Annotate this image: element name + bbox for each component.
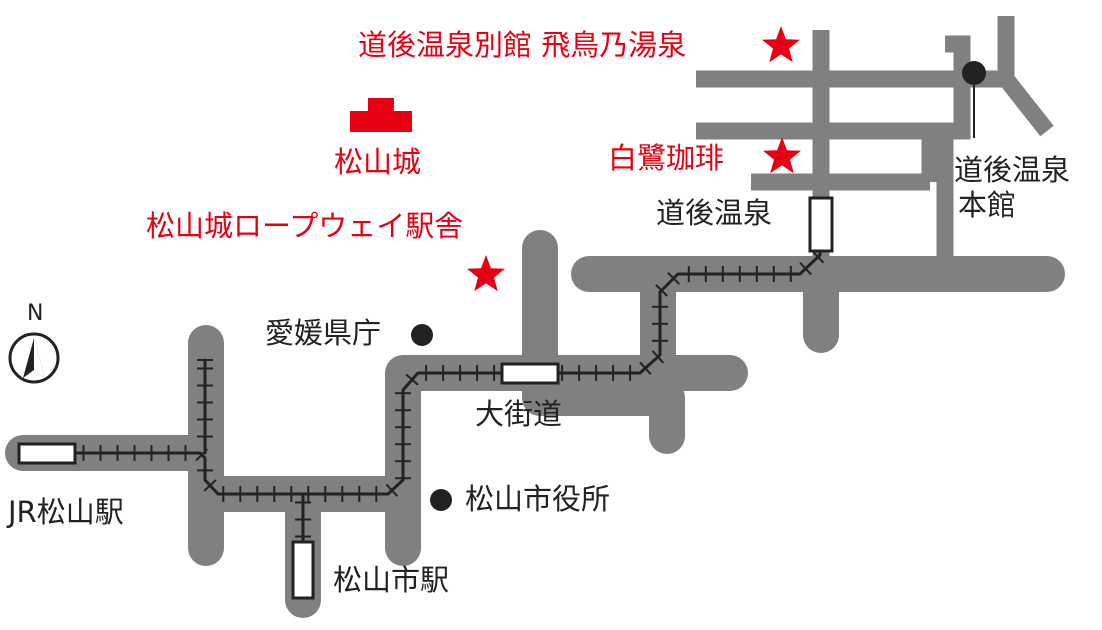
prefecture-dot-icon	[411, 324, 433, 346]
station-jr-label: JR松山駅	[8, 495, 124, 529]
track-tie	[667, 271, 681, 285]
landmark-honkan-line1: 道後温泉	[954, 153, 1071, 187]
track-tie	[799, 262, 812, 276]
spot-hakuro-label: 白鷺珈琲	[608, 141, 725, 175]
station-shieki-icon	[291, 540, 315, 600]
track-tie	[405, 373, 419, 386]
road-upper-branch	[522, 230, 685, 454]
star-icon-asuka	[762, 26, 800, 63]
cityhall-dot-icon	[430, 489, 452, 511]
compass-label: N	[27, 301, 44, 326]
track-tie	[385, 483, 399, 497]
track-tie	[811, 250, 825, 264]
track-tie	[203, 479, 217, 492]
star-icon-ropeway	[467, 255, 505, 292]
landmark-honkan-line2: 本館	[958, 188, 1017, 222]
track-tie	[639, 361, 652, 375]
station-jr-icon	[17, 442, 77, 465]
compass	[8, 332, 60, 384]
track-tie	[651, 350, 665, 364]
station-okaido-label: 大街道	[475, 397, 563, 431]
street-grid	[696, 16, 1054, 274]
street-honkan-left	[945, 35, 971, 79]
station-shieki-label: 松山市駅	[333, 563, 450, 597]
track-tie	[655, 284, 668, 297]
spot-castle-label: 松山城	[334, 145, 422, 179]
north-arrow-half	[34, 338, 45, 378]
landmark-cityhall-label: 松山市役所	[465, 482, 611, 516]
spot-asuka-label: 道後温泉別館 飛鳥乃湯泉	[358, 28, 687, 62]
station-dogo-label: 道後温泉	[656, 196, 773, 230]
tram-ties	[82, 250, 825, 538]
station-okaido-icon	[500, 362, 560, 385]
star-icon-hakuro	[763, 137, 801, 174]
spot-ropeway-label: 松山城ロープウェイ駅舎	[146, 209, 464, 243]
street-honkan-diagonal	[999, 73, 1054, 137]
track-tie	[195, 448, 209, 462]
compass-ring	[8, 332, 60, 384]
castle-icon	[350, 98, 412, 132]
station-dogo-icon	[808, 196, 834, 253]
honkan-dot-icon	[962, 61, 986, 85]
landmark-prefecture-label: 愛媛県庁	[265, 316, 382, 350]
